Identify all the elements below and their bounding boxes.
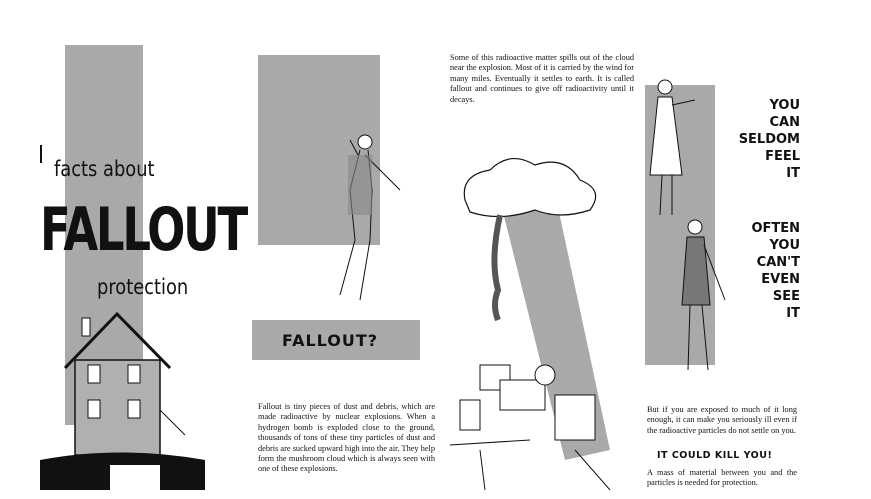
heading-line: FEEL xyxy=(765,149,800,164)
cover-title: FALLOUT xyxy=(40,195,248,265)
heading-line: SELDOM xyxy=(738,132,800,147)
heading-line: SEE xyxy=(772,289,800,304)
heading-line: IT xyxy=(786,166,800,181)
cannot-feel-heading: YOU CAN SELDOM FEEL IT xyxy=(739,97,800,182)
man-illustration xyxy=(681,219,726,371)
cover-line3: protection xyxy=(97,275,189,299)
heading-line: IT xyxy=(786,306,800,321)
fallout-spread-text: Some of this radioactive matter spills o… xyxy=(450,53,634,104)
cover-border-mark xyxy=(40,145,42,163)
heading-line: OFTEN xyxy=(751,221,800,236)
heading-line: YOU xyxy=(769,98,800,113)
warning-heading: IT COULD KILL YOU! xyxy=(657,450,773,461)
protection-text: A mass of material between you and the p… xyxy=(647,468,797,488)
what-is-fallout-panel: FALLOUT? Fallout is tiny pieces of dust … xyxy=(240,40,440,499)
fallout-spread-panel: Some of this radioactive matter spills o… xyxy=(440,40,640,499)
cannot-see-heading: OFTEN YOU CAN'T EVEN SEE IT xyxy=(751,220,800,322)
fallout-question-box xyxy=(252,320,420,360)
exposure-text: But if you are exposed to much of it lon… xyxy=(647,405,797,435)
heading-line: CAN xyxy=(769,115,800,130)
cover-line1: facts about xyxy=(54,157,155,181)
fallout-definition-text: Fallout is tiny pieces of dust and debri… xyxy=(258,402,435,474)
house-illustration xyxy=(40,311,205,490)
woman-illustration xyxy=(649,79,696,216)
danger-panel: YOU CAN SELDOM FEEL IT OFTEN YOU CAN'T E… xyxy=(640,40,830,499)
heading-line: CAN'T xyxy=(756,255,800,270)
heading-line: YOU xyxy=(769,238,800,253)
cover-panel: facts about FALLOUT protection xyxy=(40,40,248,499)
heading-line: EVEN xyxy=(761,272,800,287)
mushroom-cloud-and-town-illustration xyxy=(449,158,611,490)
fallout-question-heading: FALLOUT? xyxy=(282,331,379,350)
man-looking-up-illustration xyxy=(339,134,401,301)
